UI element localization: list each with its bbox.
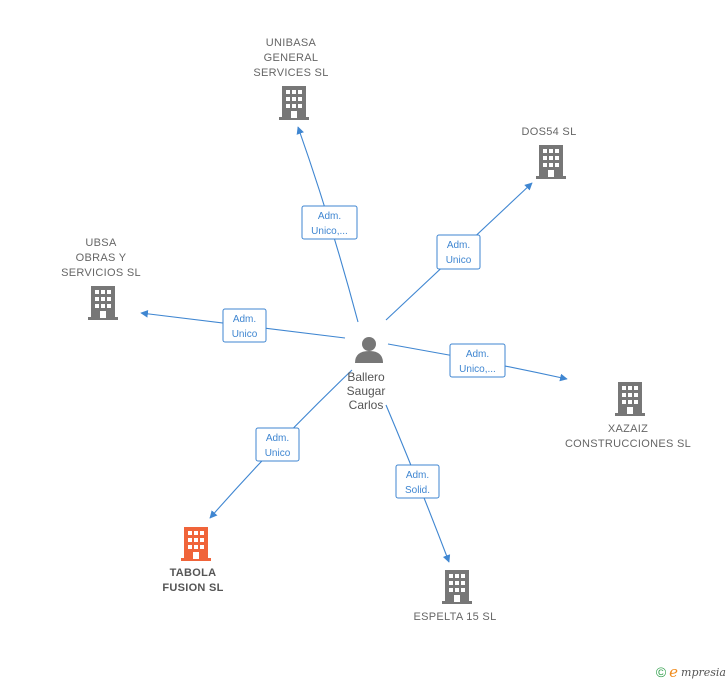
person-label-line: Ballero (347, 370, 385, 384)
company-label-line: XAZAIZ (608, 423, 648, 435)
edge-label-text: Unico (265, 448, 291, 459)
company-label-line: ESPELTA 15 SL (414, 611, 497, 623)
company-node-dos54[interactable]: DOS54 SL (522, 126, 577, 179)
person-icon (355, 337, 383, 363)
edge-label-ubsa[interactable]: Adm. Unico (222, 308, 267, 343)
edge-label-text: Adm. (406, 470, 429, 481)
company-label-line: FUSION SL (162, 582, 223, 594)
company-node-xazaiz[interactable]: XAZAIZ CONSTRUCCIONES SL (565, 382, 691, 450)
edge-label-box (449, 343, 506, 378)
edge-label-text: Adm. (266, 433, 289, 444)
company-node-ubsa[interactable]: UBSA OBRAS Y SERVICIOS SL (61, 237, 141, 320)
company-node-espelta[interactable]: ESPELTA 15 SL (414, 570, 497, 623)
edge-label-text: Unico (232, 329, 258, 340)
edge-label-espelta[interactable]: Adm. Solid. (395, 464, 440, 499)
building-icon (88, 286, 118, 320)
edge-label-box (301, 205, 358, 240)
company-node-tabola[interactable]: TABOLA FUSION SL (162, 527, 223, 594)
edge-label-text: Unico (446, 255, 472, 266)
building-icon (181, 527, 211, 561)
brand-initial: e (669, 663, 679, 681)
company-label-line: SERVICES SL (253, 67, 328, 79)
edge-label-text: Adm. (447, 240, 470, 251)
edge-label-text: Solid. (405, 485, 430, 496)
edge-label-text: Unico,... (311, 226, 348, 237)
building-icon (442, 570, 472, 604)
edge-label-dos54[interactable]: Adm. Unico (436, 234, 481, 270)
edge-label-unibasa[interactable]: Adm. Unico,... (301, 205, 358, 240)
edge-label-text: Adm. (233, 314, 256, 325)
edge-label-text: Unico,... (459, 364, 496, 375)
nodes-layer: UNIBASA GENERAL SERVICES SL DOS54 SL UBSA OBR… (61, 37, 691, 623)
edge-label-box (255, 427, 300, 462)
copyright-symbol: © (655, 664, 667, 680)
company-label-line: TABOLA (170, 567, 217, 579)
company-node-unibasa[interactable]: UNIBASA GENERAL SERVICES SL (253, 37, 328, 120)
edge-label-box (436, 234, 481, 270)
person-label-line: Carlos (349, 398, 384, 412)
company-label-line: DOS54 SL (522, 126, 577, 138)
company-label-line: CONSTRUCCIONES SL (565, 438, 691, 450)
company-label-line: OBRAS Y (76, 252, 127, 264)
building-icon (279, 86, 309, 120)
company-label-line: SERVICIOS SL (61, 267, 141, 279)
company-label-line: UNIBASA (266, 37, 317, 49)
edge-label-box (395, 464, 440, 499)
edge-label-xazaiz[interactable]: Adm. Unico,... (449, 343, 506, 378)
edge-label-text: Adm. (466, 349, 489, 360)
building-icon (615, 382, 645, 416)
edge-label-text: Adm. (318, 211, 341, 222)
edge-label-box (222, 308, 267, 343)
brand-name: mpresia (681, 665, 726, 679)
edge-labels-layer: Adm.Unico,...Adm.UnicoAdm.UnicoAdm.Unico… (222, 205, 506, 499)
company-label-line: UBSA (85, 237, 117, 249)
edge-label-tabola[interactable]: Adm. Unico (255, 427, 300, 462)
building-icon (536, 145, 566, 179)
company-label-line: GENERAL (264, 52, 319, 64)
person-label-line: Saugar (347, 384, 386, 398)
